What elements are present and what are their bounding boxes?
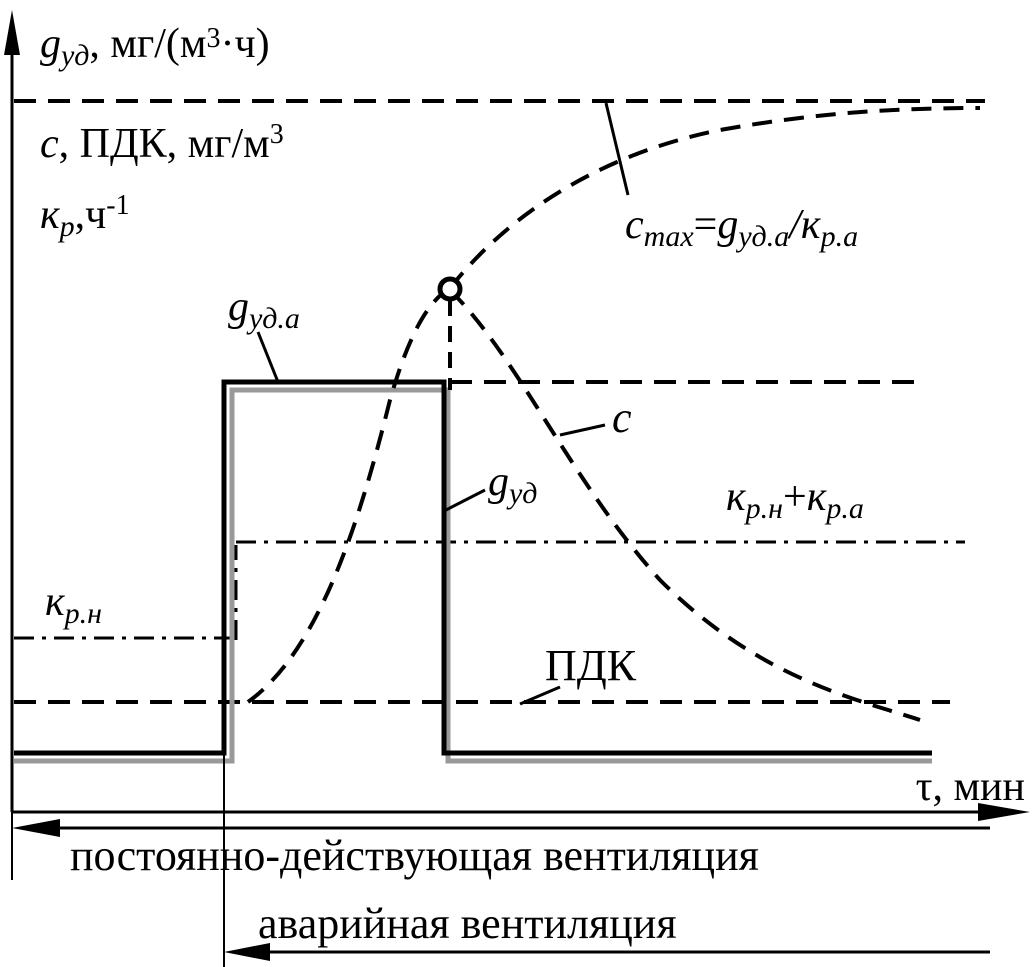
y-label-k: к (40, 192, 60, 238)
y-label-k-sup: -1 (106, 190, 129, 221)
permanent-arrow-head (12, 819, 60, 837)
y-label-k-sub: р (58, 210, 75, 243)
emergency-ventilation-label: аварийная вентиляция (258, 899, 677, 948)
cmax-label-c-sub: max (644, 220, 695, 253)
emergency-arrow-head (224, 943, 270, 961)
y-label-g-tail: ·ч) (220, 21, 269, 67)
krn-kra-label-sub1: р.н (744, 492, 783, 525)
cmax-label-k: к (801, 202, 821, 248)
cmax-curve (448, 106, 981, 290)
cmax-label-g: g (717, 202, 738, 248)
krn-label-k: к (45, 579, 65, 625)
y-label-line1: gуд, мг/(м3·ч) (40, 21, 270, 72)
krn-label: кр.н (45, 579, 102, 630)
peak-marker (437, 276, 463, 302)
guda-leader (256, 331, 280, 383)
krn-kra-label: кр.н+кр.а (726, 474, 864, 525)
cmax-leader (604, 102, 630, 196)
gud-label-sub: уд (506, 477, 537, 510)
y-label-line3: кр,ч-1 (40, 190, 130, 243)
c-rise-curve (246, 286, 452, 704)
y-label-c-sup: 3 (270, 119, 284, 150)
krn-kra-label-k2: к (807, 474, 827, 520)
c-label: c (612, 393, 632, 442)
y-label-g-sub: уд (58, 39, 89, 72)
pdk-label: ПДК (545, 641, 637, 690)
gud-gray-trace (14, 387, 932, 764)
cmax-label-k-sub: р.а (819, 220, 859, 253)
x-axis-arrow (978, 803, 1030, 821)
permanent-ventilation-label: постоянно-действующая вентиляция (70, 831, 759, 880)
y-label-line2: c, ПДК, мг/м3 (40, 119, 284, 167)
cmax-label-g-sub: уд.а (735, 220, 789, 253)
krn-kra-label-sub2: р.а (824, 492, 864, 525)
y-label-g-sup: 3 (206, 23, 220, 54)
c-decay-curve (448, 288, 921, 722)
guda-label-sub: уд.а (246, 302, 300, 335)
y-label-k-units: ,ч (75, 192, 107, 238)
pdk-leader (519, 685, 561, 706)
y-axis-arrow (4, 10, 20, 55)
krn-label-sub: р.н (63, 597, 102, 630)
y-label-g: g (40, 21, 61, 67)
c-leader (559, 423, 606, 437)
y-label-g-units: , мг/(м (89, 21, 206, 67)
gud-leader (445, 488, 486, 512)
cmax-label-c: c (625, 202, 644, 248)
guda-label: gуд.а (228, 284, 300, 335)
cmax-label-slash: / (787, 202, 804, 248)
krn-kra-label-k1: к (726, 474, 746, 520)
y-label-c: c (40, 121, 59, 167)
gud-label: gуд (488, 459, 537, 510)
guda-label-g: g (228, 284, 249, 330)
gud-label-g: g (488, 459, 509, 505)
cmax-label: cmax=gуд.а/кр.а (625, 202, 858, 253)
y-label-c-units: , ПДК, мг/м (59, 121, 270, 167)
x-axis-label: τ, мин (916, 764, 1025, 810)
cmax-label-eq: = (694, 202, 718, 248)
guda-pulse (14, 379, 932, 756)
krn-kra-label-plus: + (783, 474, 807, 520)
